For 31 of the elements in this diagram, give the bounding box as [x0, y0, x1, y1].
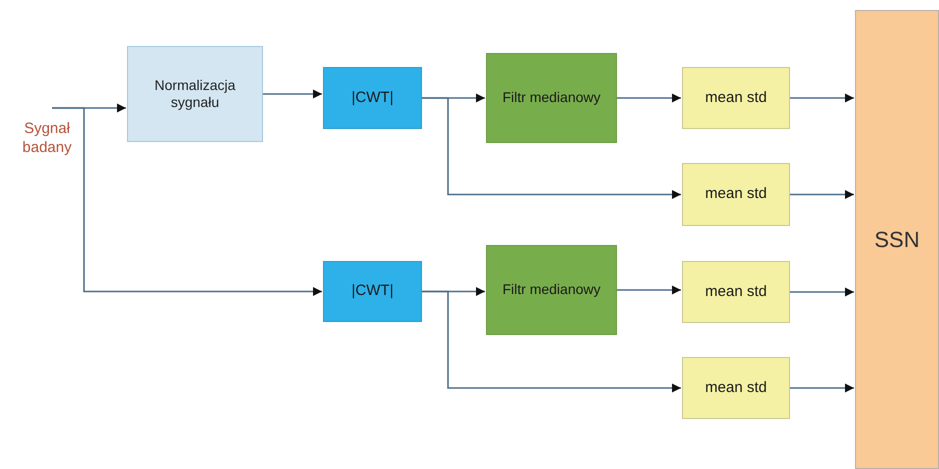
- process-box: [486, 245, 617, 335]
- node-text: Filtr medianowy: [502, 89, 601, 107]
- node-text: Filtr medianowy: [502, 281, 601, 299]
- process-box: [127, 46, 263, 142]
- process-box: [323, 261, 422, 322]
- node-text: mean std: [705, 185, 767, 204]
- process-box: [682, 261, 790, 323]
- node-text: mean std: [705, 282, 767, 302]
- node-text: Normalizacja sygnału: [154, 76, 236, 112]
- process-box: [323, 67, 422, 129]
- arrow: [422, 97, 681, 199]
- arrow: [422, 290, 681, 392]
- node-text: mean std: [705, 378, 767, 398]
- arrow: [790, 288, 854, 296]
- node-text: Sygnał badany: [21, 120, 73, 158]
- arrow: [790, 190, 854, 199]
- arrow: [52, 107, 322, 296]
- arrow: [790, 94, 854, 102]
- arrow: [790, 384, 854, 392]
- arrow: [617, 94, 681, 102]
- node-text: |CWT|: [352, 88, 394, 108]
- arrow: [263, 90, 322, 98]
- process-box: [682, 357, 790, 419]
- process-box: [682, 163, 790, 226]
- node-text: mean std: [705, 88, 767, 108]
- node-text: SSN: [874, 226, 920, 254]
- process-box: [682, 67, 790, 129]
- node-text: |CWT|: [352, 282, 394, 301]
- arrow: [617, 286, 681, 294]
- process-box: [486, 53, 617, 143]
- network-block: [855, 10, 939, 469]
